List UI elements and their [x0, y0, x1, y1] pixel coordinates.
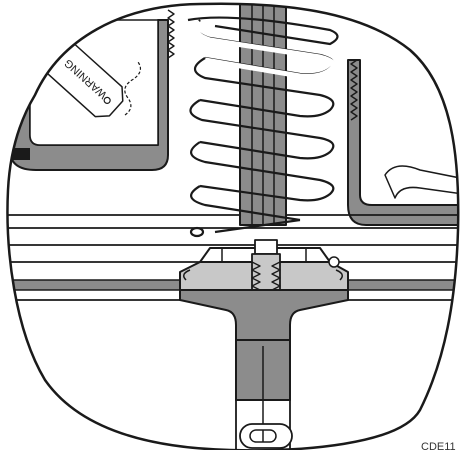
right-frame-bracket: [347, 59, 459, 226]
figure-code: CDE11: [421, 441, 456, 453]
left-threaded-rail: [167, 9, 175, 59]
right-threaded-rail: [350, 59, 358, 121]
coil-spring: [187, 16, 339, 238]
lower-plate-right: [337, 279, 459, 291]
tag-wire: [124, 61, 142, 116]
warning-tag: WARNING: [42, 39, 124, 118]
hanger-link: [239, 423, 293, 449]
lower-plate-left: [7, 279, 191, 291]
crossmember: [7, 214, 459, 263]
detail-callout-outline: [6, 2, 460, 450]
